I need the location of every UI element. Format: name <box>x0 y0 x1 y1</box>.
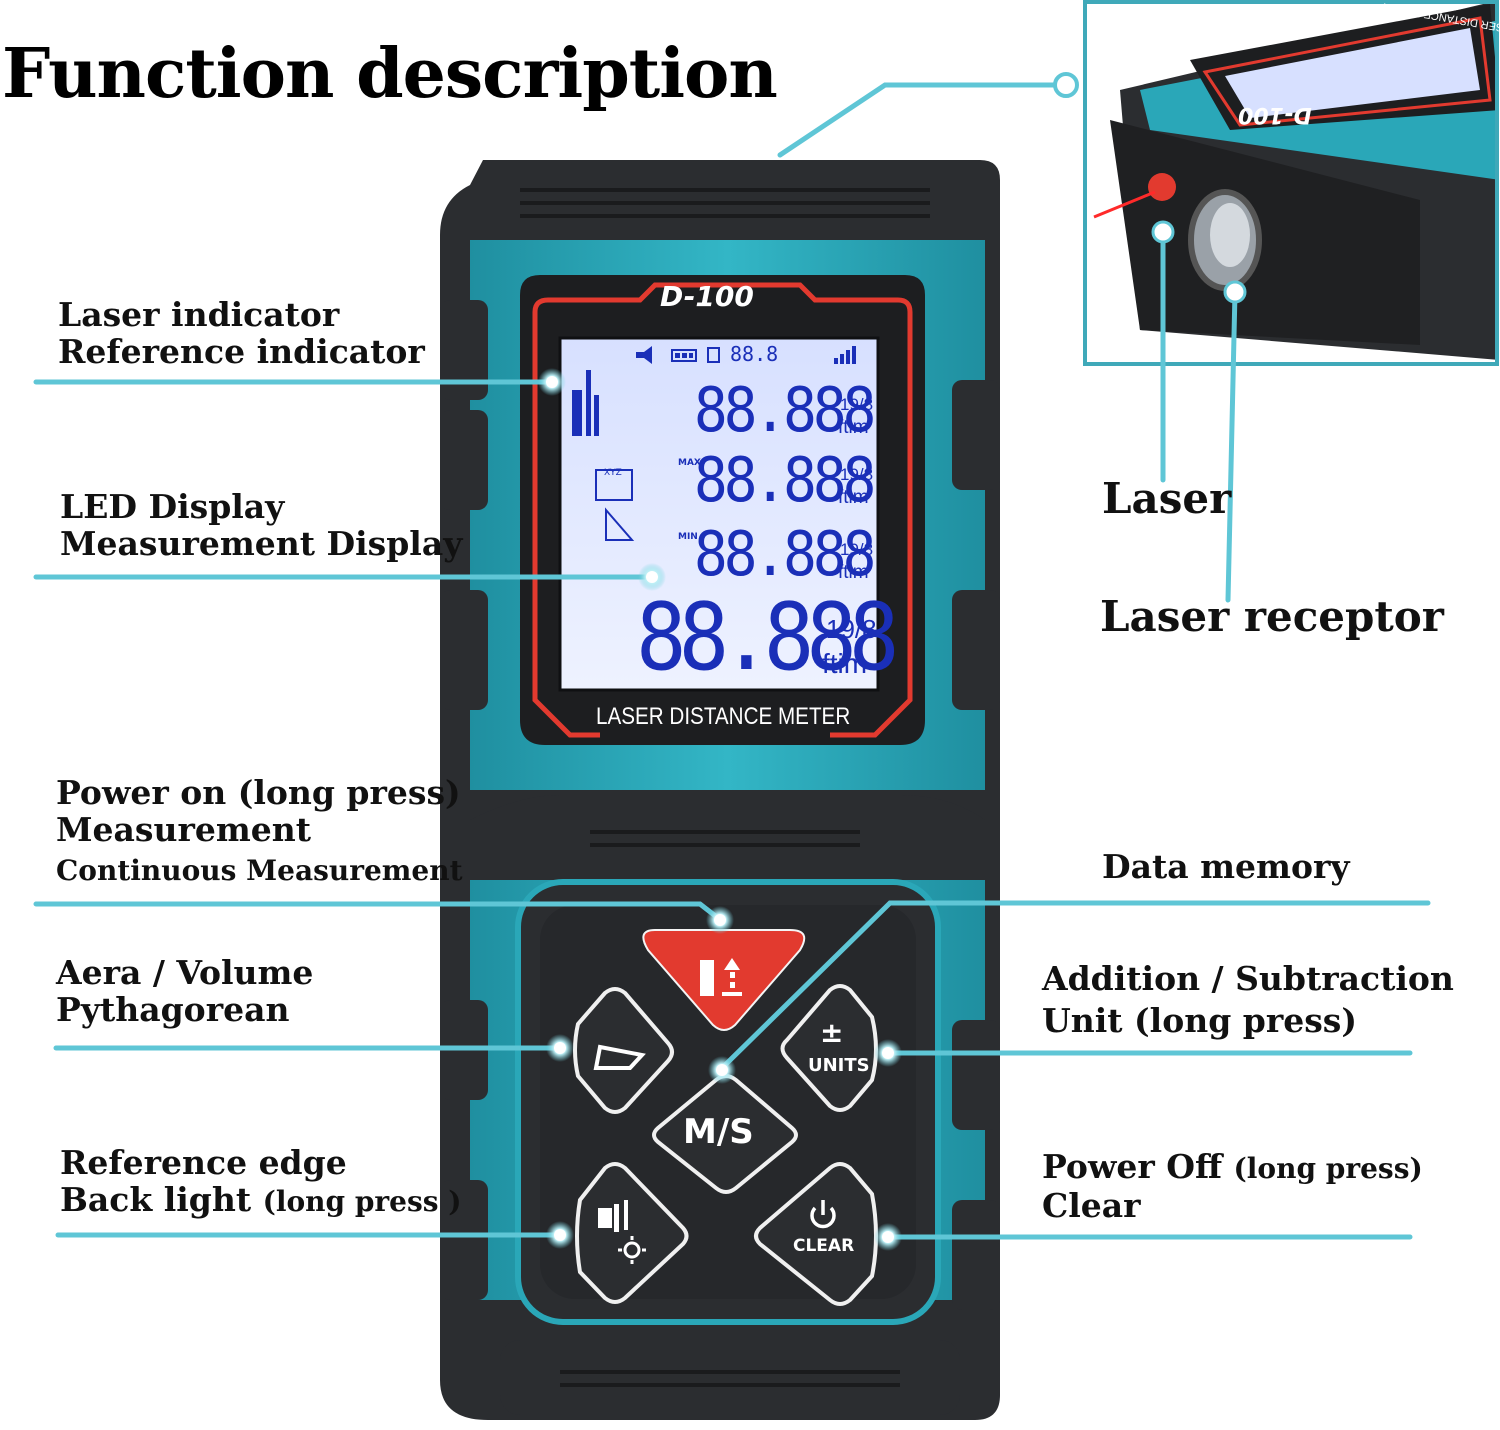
lcd-units-3: ftim <box>838 562 869 583</box>
lcd-row-4: 88.888 <box>636 583 899 691</box>
lcd-fraction-4: 19/8 <box>826 614 877 644</box>
label-addition-subtraction: Addition / Subtraction Unit (long press) <box>1042 959 1454 1040</box>
callout-line-receptor <box>1225 289 1238 603</box>
lcd-reference-indicator <box>572 370 599 436</box>
label-laser-indicator: Laser indicator Reference indicator <box>58 295 425 371</box>
page-title: Function description <box>2 34 778 114</box>
lower-grip <box>470 795 985 880</box>
model-badge: D-100 <box>660 280 754 313</box>
lcd-area-icon <box>595 469 635 541</box>
clear-button-label: CLEAR <box>793 1236 855 1256</box>
label-power-off: Power Off (long press) Clear <box>1042 1147 1423 1225</box>
units-button-label: UNITS <box>808 1055 870 1076</box>
lcd-row-3: 88.888 <box>694 518 876 591</box>
label-laser-receptor: Laser receptor <box>1100 592 1444 641</box>
left-bumper-2 <box>440 410 488 510</box>
lcd-row-1: 88.888 <box>694 374 876 447</box>
lcd-status-number: 88.8 <box>730 342 779 366</box>
lcd-min-label: MIN <box>678 532 698 542</box>
top-grip <box>520 188 930 218</box>
laser-emitter <box>1148 173 1176 201</box>
label-reference-edge: Reference edge Back light (long press ) <box>60 1143 462 1219</box>
lcd-fraction-3: 19/8 <box>840 540 874 559</box>
label-laser: Laser <box>1102 474 1232 523</box>
callout-line-power-on <box>33 901 721 921</box>
label-led-display: LED Display Measurement Display <box>60 487 463 563</box>
callout-dots <box>538 72 1247 1251</box>
lcd-fraction-1: 19/8 <box>840 395 874 414</box>
lcd-status-icons <box>636 346 856 364</box>
right-bumper-1 <box>952 380 1000 490</box>
lcd-xyz-label: XYZ <box>604 468 622 478</box>
lcd-units-4: ftim <box>822 648 868 679</box>
label-data-memory: Data memory <box>1102 847 1350 886</box>
label-area-volume: Aera / Volume Pythagorean <box>56 953 314 1029</box>
lcd-units-2: ftim <box>838 487 869 508</box>
lcd-max-label: MAX <box>678 458 701 468</box>
lcd-units-1: ftim <box>838 417 869 438</box>
units-plus-minus: ± <box>820 1016 844 1049</box>
right-bumper-2 <box>952 590 1000 710</box>
left-bumper-3 <box>440 590 488 710</box>
left-bumper-1 <box>440 300 488 400</box>
callout-line-inset <box>777 82 1063 158</box>
lcd-fraction-2: 19/8 <box>840 465 874 484</box>
label-power-on: Power on (long press) Measurement Contin… <box>56 773 463 887</box>
device-caption: LASER DISTANCE METER <box>596 703 851 730</box>
callout-line-memory <box>719 900 1431 1071</box>
lcd-screen <box>558 336 880 692</box>
lcd-row-2: 88.888 <box>694 444 876 517</box>
display-red-frame <box>532 282 913 738</box>
ms-button-label: M/S <box>683 1112 754 1152</box>
